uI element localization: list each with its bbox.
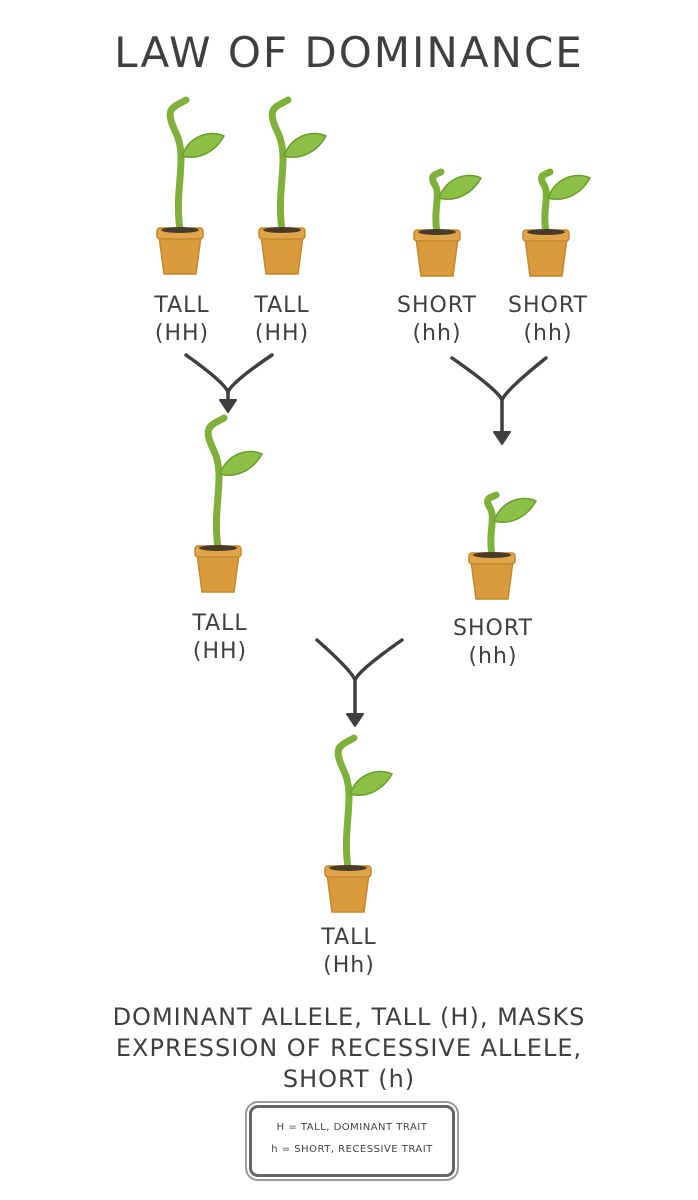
arrow-f1-cross — [315, 638, 404, 727]
legend-line-recessive: h = SHORT, RECESSIVE TRAIT — [271, 1144, 433, 1155]
arrows-layer — [184, 353, 548, 727]
parent-genotype: (hh) — [523, 321, 573, 346]
parent-genotype: (hh) — [412, 321, 462, 346]
arrow-head — [346, 713, 364, 727]
offspring-label: TALL (Hh) — [303, 924, 395, 980]
arrow-line — [500, 356, 548, 402]
arrow-line — [353, 638, 404, 682]
arrow-line — [315, 638, 357, 724]
plant-leaf — [219, 450, 264, 476]
pot-soil — [473, 552, 511, 558]
plant-tall-parent-2 — [258, 96, 328, 275]
plant-stem — [334, 734, 358, 872]
f1-label-tall: TALL (HH) — [175, 610, 265, 666]
offspring-trait: TALL — [321, 925, 377, 950]
pot-soil — [329, 865, 367, 871]
arrow-line — [226, 353, 274, 394]
plant-leaf — [438, 174, 483, 200]
pot-soil — [161, 227, 199, 233]
pot-body — [524, 237, 568, 277]
parent-label-short-1: SHORT (hh) — [385, 292, 489, 348]
plant-stem — [429, 168, 445, 236]
plant-tall-f1 — [194, 414, 264, 593]
plant-leaf — [349, 770, 394, 796]
legend-line-dominant: H = TALL, DOMINANT TRAIT — [276, 1122, 428, 1133]
arrow-short-cross — [450, 356, 548, 445]
pot-soil — [263, 227, 301, 233]
parent-label-tall-2: TALL (HH) — [240, 292, 324, 348]
f1-trait: TALL — [192, 611, 248, 636]
dominance-caption: DOMINANT ALLELE, TALL (H), MASKS EXPRESS… — [60, 1002, 638, 1095]
offspring-genotype: (Hh) — [323, 953, 375, 978]
pot-body — [470, 560, 514, 600]
parent-trait: SHORT — [397, 293, 477, 318]
arrow-tall-cross — [184, 353, 274, 413]
f1-genotype: (hh) — [468, 644, 518, 669]
pot-body — [415, 237, 459, 277]
parent-genotype: (HH) — [154, 321, 210, 346]
pot-soil — [527, 229, 565, 235]
plant-leaf — [181, 132, 226, 158]
caption-line-1: DOMINANT ALLELE, TALL (H), MASKS — [112, 1003, 586, 1031]
f1-label-short: SHORT (hh) — [438, 615, 548, 671]
caption-line-3: SHORT (h) — [282, 1065, 416, 1093]
plant-leaf — [283, 132, 328, 158]
plant-short-parent-2 — [522, 168, 592, 277]
parent-genotype: (HH) — [254, 321, 310, 346]
plant-stem — [268, 96, 292, 234]
pot-soil — [199, 545, 237, 551]
caption-line-2: EXPRESSION OF RECESSIVE ALLELE, — [115, 1034, 583, 1062]
pot-soil — [418, 229, 456, 235]
parent-trait: TALL — [254, 293, 310, 318]
pot-body — [158, 235, 202, 275]
parent-label-short-2: SHORT (hh) — [496, 292, 600, 348]
page-title: LAW OF DOMINANCE — [114, 28, 584, 77]
plant-short-f1 — [468, 491, 538, 600]
pot-body — [326, 873, 370, 913]
pot-body — [196, 553, 240, 593]
plant-stem — [204, 414, 228, 552]
parent-trait: SHORT — [508, 293, 588, 318]
arrow-line — [450, 356, 504, 442]
plant-short-parent-1 — [413, 168, 483, 277]
f1-genotype: (HH) — [192, 639, 248, 664]
pot-body — [260, 235, 304, 275]
legend-box: H = TALL, DOMINANT TRAIT h = SHORT, RECE… — [249, 1105, 455, 1177]
plant-stem — [166, 96, 190, 234]
arrow-head — [219, 399, 237, 413]
plant-tall-parent-1 — [156, 96, 226, 275]
parent-trait: TALL — [154, 293, 210, 318]
plant-leaf — [547, 174, 592, 200]
arrow-head — [493, 431, 511, 445]
parent-label-tall-1: TALL (HH) — [140, 292, 224, 348]
f1-trait: SHORT — [453, 616, 533, 641]
plant-tall-offspring — [324, 734, 394, 913]
plant-stem — [484, 491, 500, 559]
plant-stem — [538, 168, 554, 236]
plants-layer — [156, 96, 592, 913]
plant-leaf — [493, 497, 538, 523]
